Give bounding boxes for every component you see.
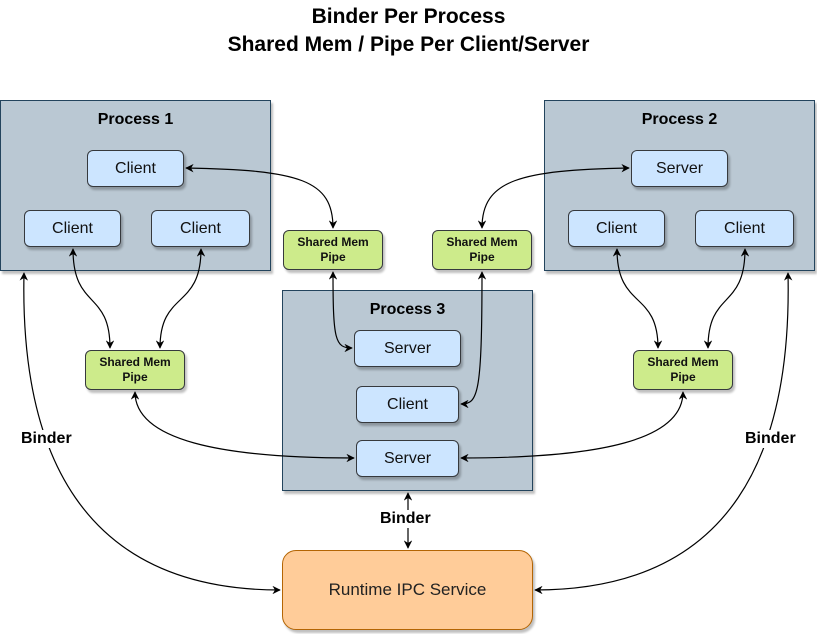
process-3-server-bottom[interactable]: Server xyxy=(356,440,459,477)
process-2-server[interactable]: Server xyxy=(631,150,728,187)
process-1-client-top[interactable]: Client xyxy=(87,150,184,187)
process-1-label: Process 1 xyxy=(97,111,174,128)
binder-label-right: Binder xyxy=(744,430,797,448)
runtime-ipc-service[interactable]: Runtime IPC Service xyxy=(282,550,533,630)
binder-label-left: Binder xyxy=(20,430,73,448)
process-2-client-left[interactable]: Client xyxy=(568,210,665,247)
process-1-client-right[interactable]: Client xyxy=(151,210,250,247)
process-2-client-right[interactable]: Client xyxy=(695,210,794,247)
diagram-title-line-1: Binder Per Process xyxy=(311,5,506,28)
process-2-label: Process 2 xyxy=(641,111,718,128)
diagram-title-line-2: Shared Mem / Pipe Per Client/Server xyxy=(227,33,590,56)
process-3-client[interactable]: Client xyxy=(356,386,459,423)
process-3-label: Process 3 xyxy=(369,301,446,318)
process-3-server-top[interactable]: Server xyxy=(354,330,461,367)
process-1-client-left[interactable]: Client xyxy=(24,210,121,247)
binder-label-center: Binder xyxy=(379,510,432,528)
